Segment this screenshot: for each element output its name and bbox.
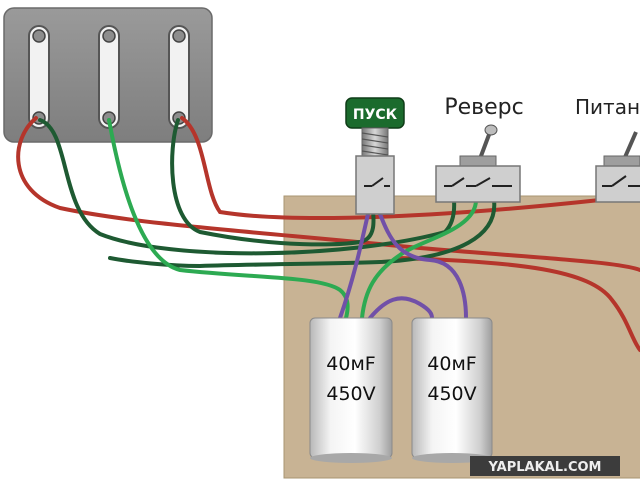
start-button: ПУСК — [345, 97, 405, 215]
power-switch-body — [595, 165, 640, 203]
capacitor-1-capacitance: 40мF — [326, 353, 375, 375]
wire-dark-green-1 — [38, 118, 457, 256]
capacitor-2-voltage: 450V — [427, 383, 476, 405]
wire-dark-green-3 — [108, 198, 497, 269]
terminal-3 — [168, 25, 190, 129]
capacitor-1-voltage: 450V — [326, 383, 375, 405]
start-button-label: ПУСК — [353, 107, 398, 123]
wire-red-1 — [16, 116, 640, 272]
wires — [16, 116, 640, 352]
wire-light-green-2 — [360, 198, 478, 320]
capacitor-2-capacitance: 40мF — [427, 353, 476, 375]
wire-purple-1 — [338, 212, 370, 320]
reverse-switch: Реверс — [435, 95, 524, 203]
terminal-2 — [98, 25, 120, 129]
wire-purple-2 — [378, 212, 468, 320]
terminal-1 — [28, 25, 50, 129]
power-switch-label: Питан — [575, 95, 640, 119]
wire-red-2 — [180, 116, 602, 220]
capacitor-1: 40мF 450V — [309, 317, 393, 463]
power-switch: Питан — [575, 95, 640, 203]
wire-dark-green-2 — [170, 118, 376, 247]
watermark: YAPLAKAL.COM — [470, 456, 620, 476]
watermark-text: YAPLAKAL.COM — [488, 460, 602, 475]
motor-terminal-block — [3, 7, 213, 143]
capacitor-2: 40мF 450V — [411, 317, 493, 463]
wire-red-3 — [398, 256, 640, 352]
reverse-switch-label: Реверс — [444, 95, 523, 120]
wire-purple-3 — [368, 296, 434, 320]
